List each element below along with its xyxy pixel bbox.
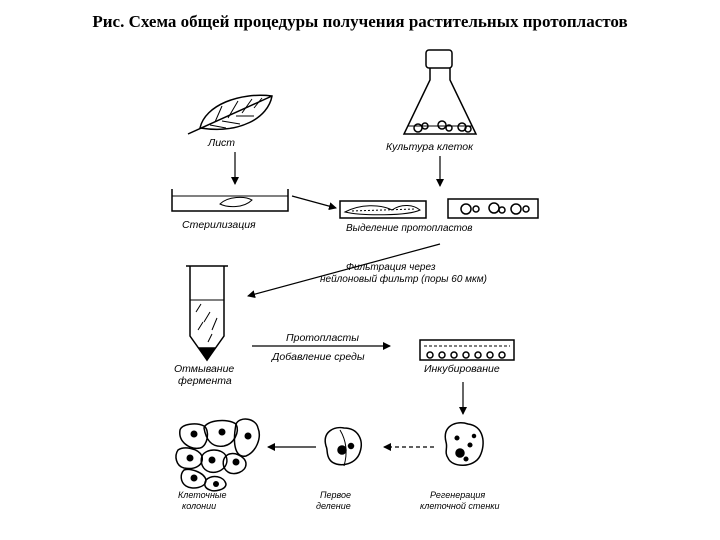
sterilization-label: Стерилизация	[182, 219, 256, 231]
filtration-label-line1: Фильтрация через	[346, 262, 436, 273]
cell-culture-label: Культура клеток	[386, 141, 474, 153]
isolation-dish-right-icon	[447, 198, 539, 219]
leaf-label: Лист	[207, 137, 235, 149]
leaf-icon	[187, 94, 273, 135]
arrow-sterilization-to-isolation	[291, 195, 337, 211]
cell-nuclei-icon	[186, 428, 252, 487]
colonies-label-line1: Клеточные	[178, 490, 227, 500]
flask-icon	[402, 49, 478, 135]
incubation-label: Инкубирование	[424, 363, 500, 375]
figure-title: Рис. Схема общей процедуры получения рас…	[92, 12, 628, 31]
add-medium-label: Добавление среды	[271, 351, 365, 363]
first-division-label-line2: деление	[316, 501, 351, 511]
regeneration-label-line1: Регенерация	[430, 490, 485, 500]
enzyme-wash-label-line1: Отмывание	[174, 363, 234, 375]
regeneration-label-line2: клеточной стенки	[420, 501, 500, 511]
colonies-label-line2: колонии	[182, 501, 216, 511]
protoplast-isolation-label: Выделение протопластов	[346, 223, 473, 234]
cell-colonies-icon	[175, 418, 260, 492]
centrifuge-tube-icon	[186, 265, 228, 362]
sterilization-dish-icon	[171, 189, 289, 212]
incubation-dish-icon	[419, 339, 515, 361]
arrow-isolation-to-tube	[247, 243, 441, 299]
filtration-label-line2: нейлоновый фильтр (поры 60 мкм)	[320, 273, 487, 285]
first-division-label-line1: Первое	[320, 490, 351, 500]
enzyme-wash-label-line2: фермента	[178, 375, 232, 387]
dividing-cell-icon	[324, 426, 362, 467]
regenerated-cell-icon	[444, 422, 484, 466]
isolation-dish-left-icon	[339, 200, 427, 219]
protoplasts-label: Протопласты	[286, 332, 359, 344]
